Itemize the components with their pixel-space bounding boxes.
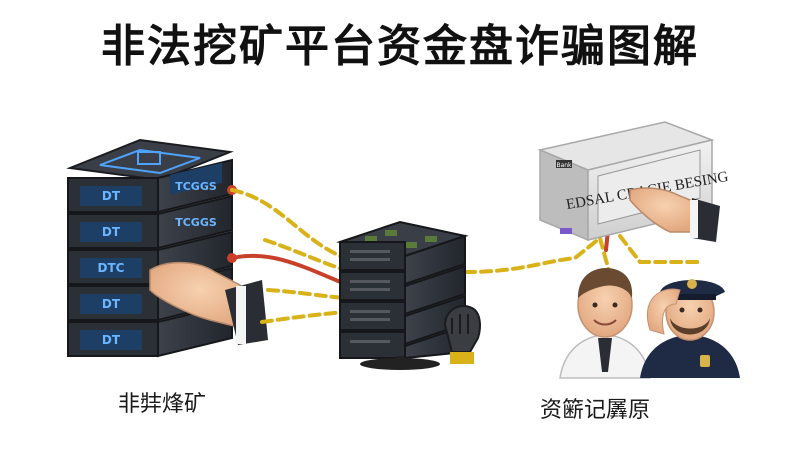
businessman-avatar	[559, 268, 651, 379]
mining-rack: DT TCGGS DT TCGGS DTC DT	[66, 138, 237, 358]
glove-icon	[443, 305, 481, 364]
central-server	[336, 220, 469, 370]
rack-label: DTC	[98, 261, 125, 275]
cables	[230, 188, 702, 324]
rack-label: DT	[102, 225, 121, 239]
rack-label: TCGGS	[175, 216, 217, 229]
hand-icon	[149, 261, 268, 345]
rack-label: TCGGS	[175, 180, 217, 193]
rack-label: DT	[102, 189, 121, 203]
rack-label: DT	[102, 333, 121, 347]
terminal-tag: Bank	[556, 162, 572, 169]
caption-left: 非弉烽矿	[118, 392, 207, 417]
hand-icon	[629, 187, 720, 242]
rack-label: DT	[102, 297, 121, 311]
caption-right: 资簖记羼原	[540, 398, 651, 423]
page-title: 非法挖矿平台资金盘诈骗图解	[101, 21, 699, 72]
police-officer-avatar	[640, 279, 740, 378]
